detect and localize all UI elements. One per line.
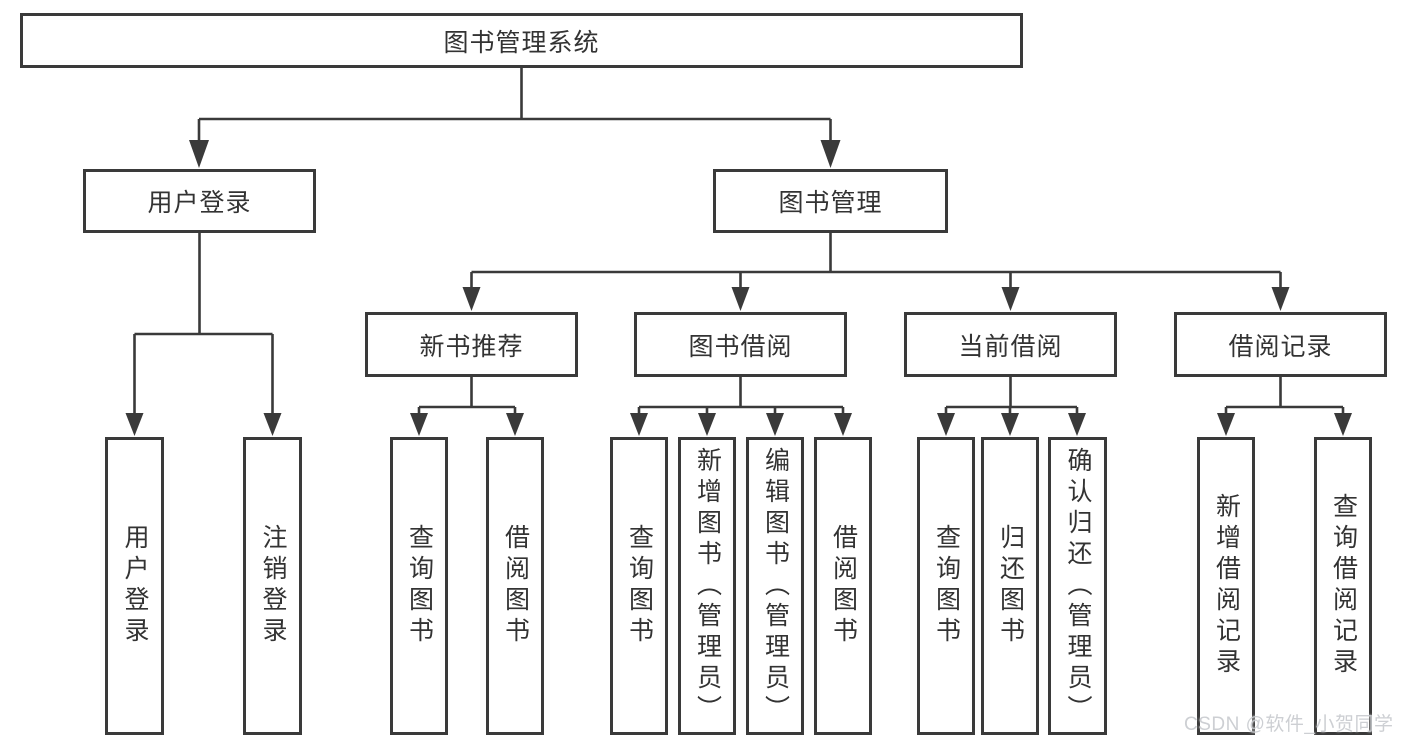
node-borrow-records: 借阅记录 [1174, 312, 1387, 377]
node-user-login: 用户登录 [83, 169, 316, 233]
leaf-edit-book-admin: 编辑图书（管理员） [746, 437, 804, 735]
leaf-query-books-recommend: 查询图书 [390, 437, 448, 735]
leaf-return-book: 归还图书 [981, 437, 1039, 735]
node-library-system: 图书管理系统 [20, 13, 1023, 68]
leaf-borrow-books-recommend: 借阅图书 [486, 437, 544, 735]
csdn-watermark: CSDN @软件_小贺同学 [1184, 714, 1394, 735]
arrowheads [125, 140, 1352, 436]
node-current-borrow: 当前借阅 [904, 312, 1117, 377]
leaf-query-books-current: 查询图书 [917, 437, 975, 735]
leaf-user-login: 用户登录 [105, 437, 164, 735]
node-book-management: 图书管理 [713, 169, 948, 233]
leaf-logout: 注销登录 [243, 437, 302, 735]
leaf-add-borrow-record: 新增借阅记录 [1197, 437, 1255, 735]
leaf-query-books-borrow: 查询图书 [610, 437, 668, 735]
leaf-confirm-return-admin: 确认归还（管理员） [1048, 437, 1107, 735]
leaf-borrow-books: 借阅图书 [814, 437, 872, 735]
node-new-book-recommend: 新书推荐 [365, 312, 578, 377]
leaf-query-borrow-record: 查询借阅记录 [1314, 437, 1372, 735]
leaf-add-book-admin: 新增图书（管理员） [678, 437, 736, 735]
node-book-borrow: 图书借阅 [634, 312, 847, 377]
